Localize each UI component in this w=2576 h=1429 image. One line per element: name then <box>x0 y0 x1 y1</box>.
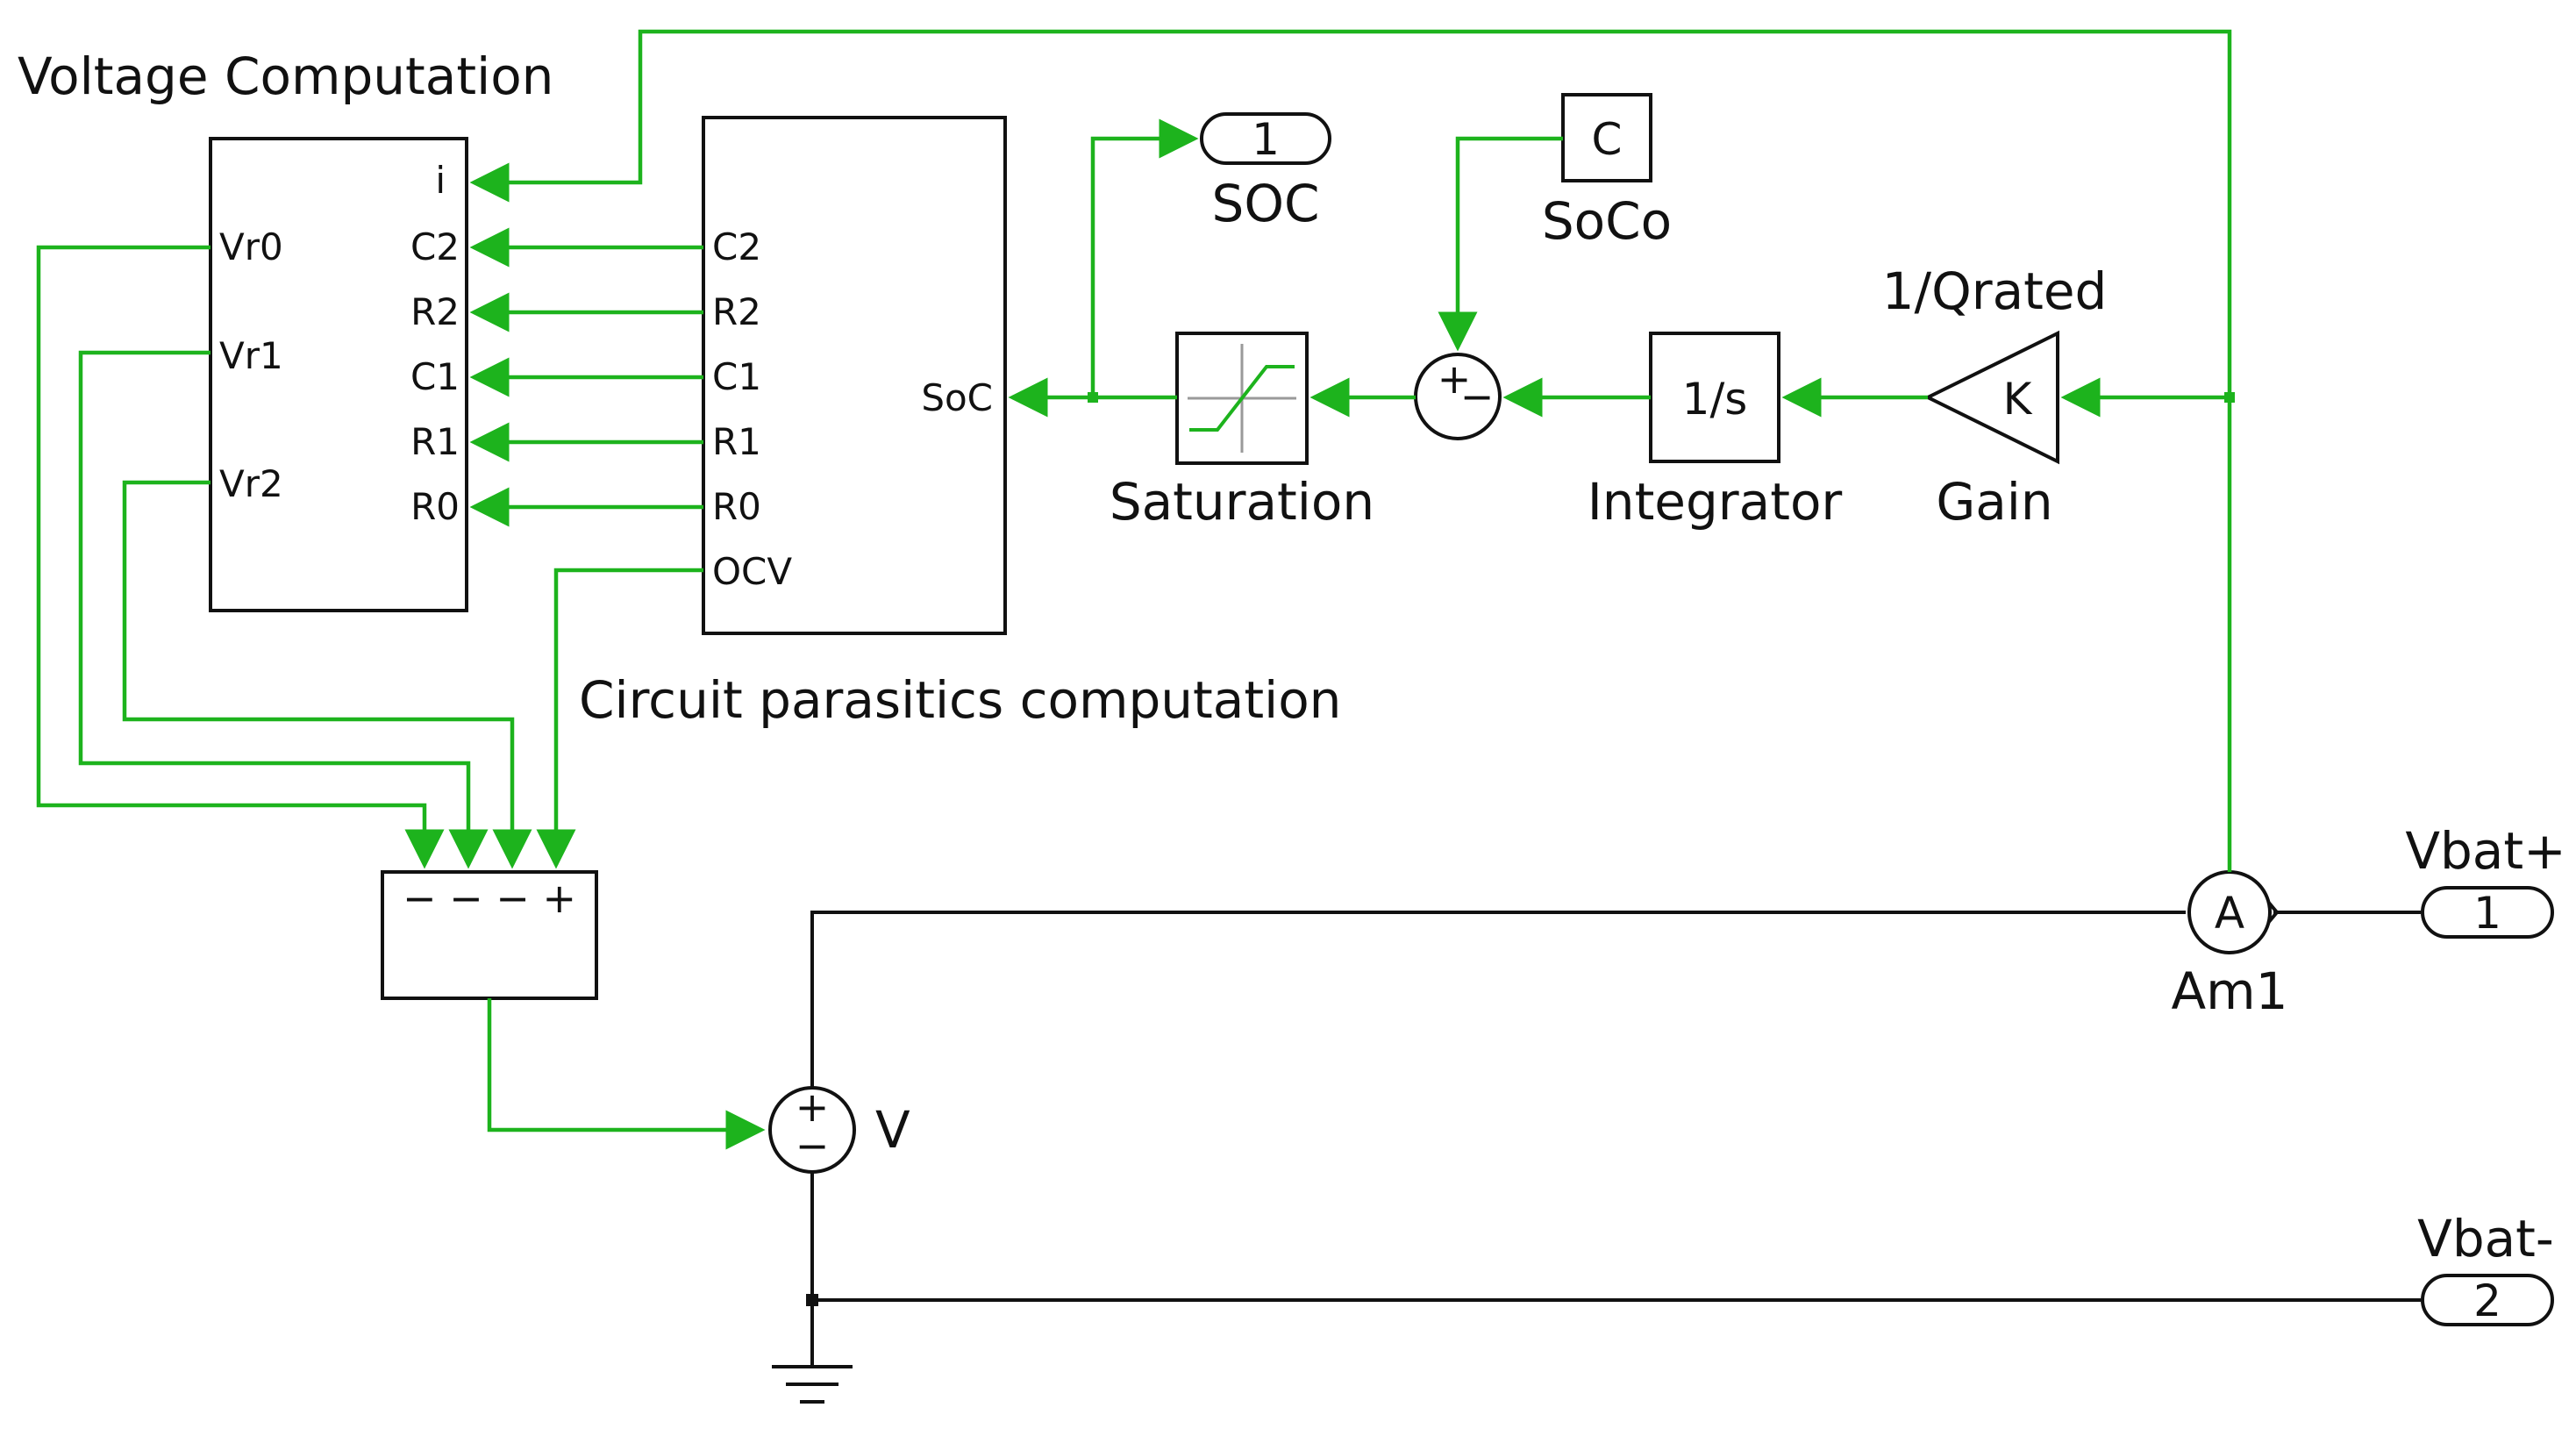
ammeter-label: Am1 <box>2171 961 2287 1021</box>
sum-minus-sign: − <box>1460 373 1495 420</box>
soc-output-port[interactable] <box>1200 112 1331 165</box>
vc-output-vr0: Vr0 <box>219 225 283 268</box>
vc-output-vr2: Vr2 <box>219 462 283 505</box>
gain-value: K <box>2003 374 2033 425</box>
vc-input-r1: R1 <box>410 420 460 463</box>
parasitics-to-voltage-wires <box>469 227 703 527</box>
vbat-minus-number: 2 <box>2473 1275 2501 1326</box>
constant-label: SoCo <box>1542 191 1672 251</box>
summer-input-wires <box>36 245 703 869</box>
summer-signs: − − − + <box>403 875 576 922</box>
saturation-label: Saturation <box>1110 472 1374 532</box>
constant-block[interactable] <box>1561 93 1652 182</box>
integrator-label: Integrator <box>1588 472 1843 532</box>
cp-output-c2: C2 <box>712 225 761 268</box>
parasitics-title: Circuit parasitics computation <box>579 670 1341 730</box>
vbat-minus-port[interactable] <box>2421 1274 2554 1326</box>
voltage-summer-block[interactable] <box>381 870 598 1000</box>
vc-input-i: i <box>435 159 446 202</box>
summer-to-source-wire <box>487 998 766 1150</box>
voltage-computation-title: Voltage Computation <box>18 46 553 106</box>
cp-output-c1: C1 <box>712 355 761 398</box>
gain-block[interactable] <box>1923 330 2059 465</box>
gain-label: Gain <box>1936 472 2052 532</box>
sum-plus-sign: + <box>1438 355 1472 403</box>
voltage-source-plus: + <box>796 1083 830 1131</box>
cp-output-ocv: OCV <box>712 550 792 593</box>
vbat-plus-number: 1 <box>2473 888 2501 939</box>
parasitics-block[interactable] <box>702 116 1007 635</box>
vc-output-vr1: Vr1 <box>219 334 283 377</box>
cp-output-r1: R1 <box>712 420 761 463</box>
cp-input-soc: SoC <box>921 376 993 419</box>
voltage-computation-block[interactable] <box>209 137 468 612</box>
current-feedback-wire <box>469 29 2232 398</box>
ammeter-symbol: A <box>2215 888 2244 939</box>
cp-output-r0: R0 <box>712 485 761 528</box>
vbat-plus-label: Vbat+ <box>2405 821 2565 881</box>
vc-input-r2: R2 <box>410 290 460 333</box>
integrator-value: 1/s <box>1682 374 1748 425</box>
ground-icon <box>772 1365 853 1404</box>
vc-input-c1: C1 <box>410 355 460 398</box>
cp-output-r2: R2 <box>712 290 761 333</box>
saturation-icon <box>1188 344 1296 453</box>
vbat-plus-port[interactable] <box>2421 886 2554 939</box>
vc-input-r0: R0 <box>410 485 460 528</box>
gain-parameter: 1/Qrated <box>1882 261 2108 321</box>
integrator-block[interactable] <box>1649 332 1780 463</box>
constant-value: C <box>1592 114 1623 165</box>
vc-input-c2: C2 <box>410 225 460 268</box>
vbat-minus-label: Vbat- <box>2417 1209 2554 1268</box>
soc-port-number: 1 <box>1252 114 1280 165</box>
soc-port-label: SOC <box>1212 174 1320 233</box>
power-wiring <box>806 900 2421 1365</box>
soc-signal-chain <box>1008 118 2235 418</box>
voltage-source-label: V <box>875 1100 910 1160</box>
voltage-source-minus: − <box>796 1122 830 1169</box>
